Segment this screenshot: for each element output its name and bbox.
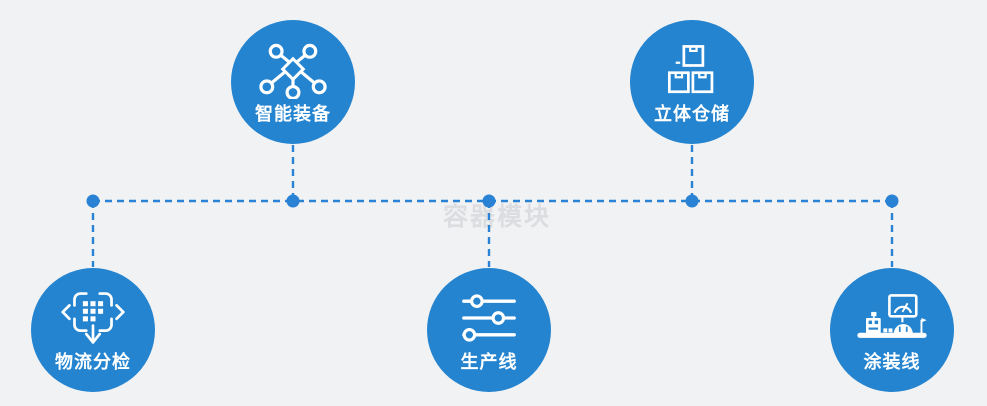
node-label: 涂装线 <box>863 352 921 372</box>
junction-dot <box>482 194 496 208</box>
junction-dot <box>885 194 899 208</box>
junction-dot <box>86 194 100 208</box>
node-production-line: 生产线 <box>427 268 551 392</box>
sliders-icon <box>461 289 517 347</box>
node-label: 物流分检 <box>55 352 131 372</box>
node-stereoscopic-warehouse: 立体仓储 <box>630 20 754 144</box>
node-label: 生产线 <box>460 352 518 372</box>
node-intelligent-equipment: 智能装备 <box>231 20 355 144</box>
stacked-boxes-icon <box>663 41 721 99</box>
control-console-icon <box>853 289 931 347</box>
sorting-arrows-icon <box>61 289 125 347</box>
node-painting-line: 涂装线 <box>830 268 954 392</box>
network-nodes-icon <box>257 41 329 99</box>
junction-dot <box>286 194 300 208</box>
junction-dot <box>685 194 699 208</box>
node-label: 智能装备 <box>255 104 331 124</box>
node-logistics-sorting: 物流分检 <box>31 268 155 392</box>
node-label: 立体仓储 <box>654 104 730 124</box>
watermark-text: 容器模块 <box>443 203 552 231</box>
